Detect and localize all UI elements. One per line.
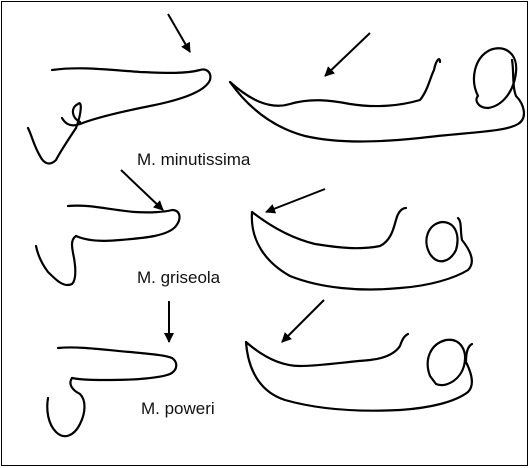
- minutissima-drawings: [28, 14, 524, 163]
- griseola-right-loop: [426, 222, 457, 261]
- species-label-poweri: M. poweri: [141, 399, 215, 419]
- poweri-left-hook: [47, 378, 84, 436]
- poweri-left-process: [58, 347, 176, 380]
- griseola-right-arrow: [266, 189, 325, 212]
- minutissima-right-loop: [474, 48, 516, 108]
- minutissima-right-arrow: [325, 33, 370, 76]
- poweri-right-loop: [428, 340, 465, 385]
- poweri-drawings: [47, 300, 472, 436]
- species-label-griseola: M. griseola: [137, 268, 220, 288]
- griseola-left-arrow: [121, 170, 163, 210]
- minutissima-left-arrow: [168, 14, 190, 52]
- griseola-drawings: [36, 170, 472, 290]
- minutissima-left-process: [52, 68, 210, 125]
- griseola-right-body: [252, 208, 472, 290]
- poweri-right-arrow: [282, 300, 324, 342]
- species-label-minutissima: M. minutissima: [137, 150, 250, 170]
- minutissima-right-body: [230, 59, 524, 141]
- griseola-left-hook: [36, 236, 76, 285]
- griseola-left-process: [68, 206, 179, 241]
- poweri-right-body: [246, 334, 472, 411]
- minutissima-left-hook: [28, 103, 81, 163]
